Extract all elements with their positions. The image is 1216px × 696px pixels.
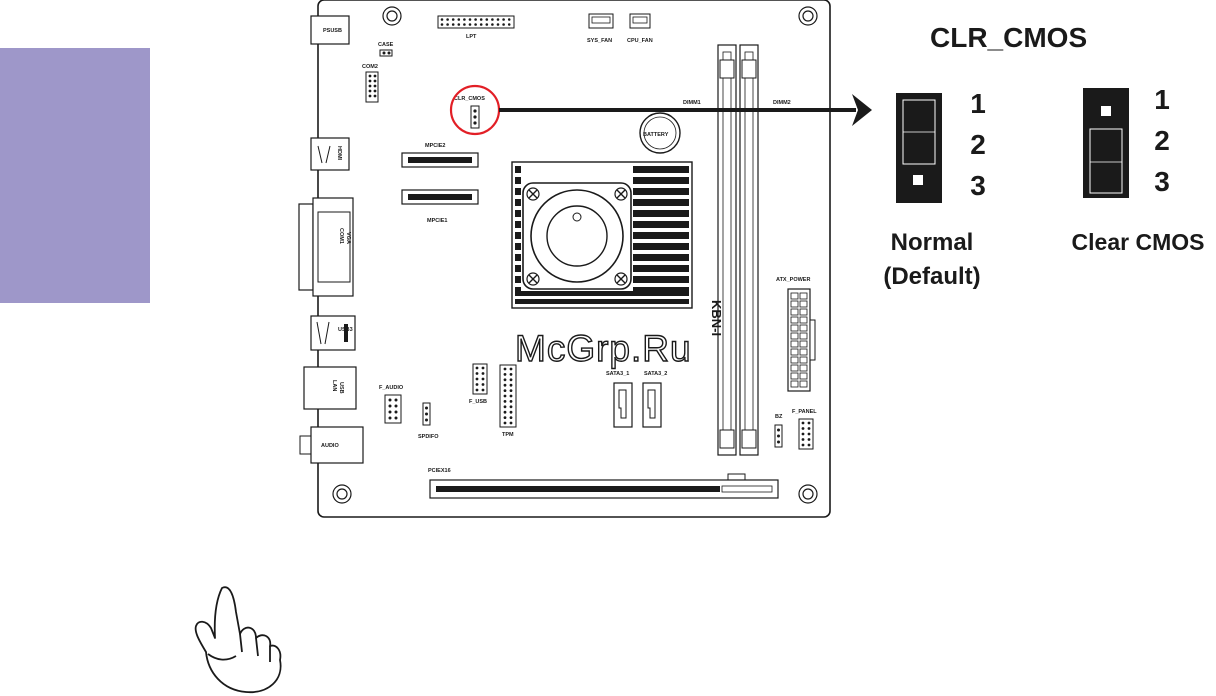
case-label: CASE [378, 42, 394, 48]
heatsink-fin [633, 221, 689, 228]
clear-cmos-caption: Clear CMOS [1060, 229, 1216, 256]
lan-usb-port: LAN USB [304, 367, 356, 409]
usb3-port: USB3 [311, 316, 355, 350]
f-audio-label: F_AUDIO [379, 385, 404, 391]
clear-pin-1: 1 [1150, 84, 1174, 116]
f-usb-label: F_USB [469, 399, 487, 405]
normal-caption: Normal [876, 229, 988, 257]
dimm2-label: DIMM2 [773, 100, 791, 106]
heatsink-fin [633, 199, 689, 206]
audio-jack: AUDIO [300, 427, 363, 463]
watermark-text: McGrp.Ru [515, 328, 692, 370]
bz-label: BZ [775, 414, 783, 420]
psusb-port: PSUSB [311, 16, 349, 44]
heatsink-fin [515, 299, 689, 304]
heatsink-fin [515, 177, 521, 184]
heatsink-fin [633, 276, 689, 283]
heatsink-fin [515, 210, 521, 217]
heatsink-fin [633, 232, 689, 239]
battery-label: BATTERY [643, 132, 669, 138]
jumper-clear-cmos-diagram [1083, 88, 1129, 198]
f-panel-label: F_PANEL [792, 409, 817, 415]
heatsink-fin [515, 291, 689, 296]
psusb-label: PSUSB [323, 28, 342, 34]
heatsink-fin [515, 166, 521, 173]
pciex16-label: PCIEX16 [428, 468, 451, 474]
heatsink-fin [515, 243, 521, 250]
sata3-1-label: SATA3_1 [606, 371, 629, 377]
bz-header: BZ [775, 414, 783, 447]
battery-socket: BATTERY [640, 113, 680, 153]
com1-label: COM1 [338, 228, 344, 244]
heatsink-fin [515, 276, 521, 283]
normal-pin-1: 1 [966, 88, 990, 120]
heatsink-fin [633, 243, 689, 250]
sata3-2-label: SATA3_2 [644, 371, 667, 377]
dimm1-label: DIMM1 [683, 100, 701, 106]
hdmi-port: HDMI [311, 138, 349, 170]
lan-label: LAN [331, 380, 337, 391]
normal-pin-3: 3 [966, 170, 990, 202]
clr-cmos-title: CLR_CMOS [930, 22, 1087, 54]
heatsink-fin [633, 177, 689, 184]
cpu-fan-label: CPU_FAN [627, 38, 653, 44]
heatsink-fin [633, 254, 689, 261]
usb3-label: USB3 [338, 327, 353, 333]
heatsink-fin [515, 265, 521, 272]
pointing-hand-icon [196, 587, 281, 692]
heatsink-fin [515, 221, 521, 228]
board-model-label: KBN-I [709, 300, 724, 336]
heatsink-fin [515, 199, 521, 206]
com2-label: COM2 [362, 64, 378, 70]
heatsink-fin [515, 188, 521, 195]
tpm-label: TPM [502, 432, 514, 438]
clear-pin-2: 2 [1150, 125, 1174, 157]
normal-pin-2: 2 [966, 129, 990, 161]
clear-pin-3: 3 [1150, 166, 1174, 198]
lpt-label: LPT [466, 34, 477, 40]
heatsink-fin [633, 210, 689, 217]
atx-power-label: ATX_POWER [776, 277, 810, 283]
cpu-heatsink [512, 162, 692, 308]
tpm-header: TPM [500, 365, 516, 438]
audio-label: AUDIO [321, 443, 339, 449]
jumper-normal-diagram [896, 93, 942, 203]
mpcie1-label: MPCIE1 [427, 218, 447, 224]
heatsink-fin [515, 232, 521, 239]
vga-label: VGA [345, 232, 351, 244]
normal-default-caption: (Default) [872, 263, 992, 291]
heatsink-fin [633, 265, 689, 272]
heatsink-fin [515, 254, 521, 261]
heatsink-fin [633, 188, 689, 195]
sys-fan-label: SYS_FAN [587, 38, 612, 44]
clr-cmos-board-label: CLR_CMOS [454, 96, 485, 102]
usb-label: USB [338, 382, 344, 394]
hdmi-label: HDMI [336, 146, 342, 161]
com1-vga-port: COM1 VGA [299, 198, 353, 296]
mpcie2-label: MPCIE2 [425, 143, 445, 149]
spdifo-label: SPDIFO [418, 434, 439, 440]
heatsink-fin [633, 166, 689, 173]
